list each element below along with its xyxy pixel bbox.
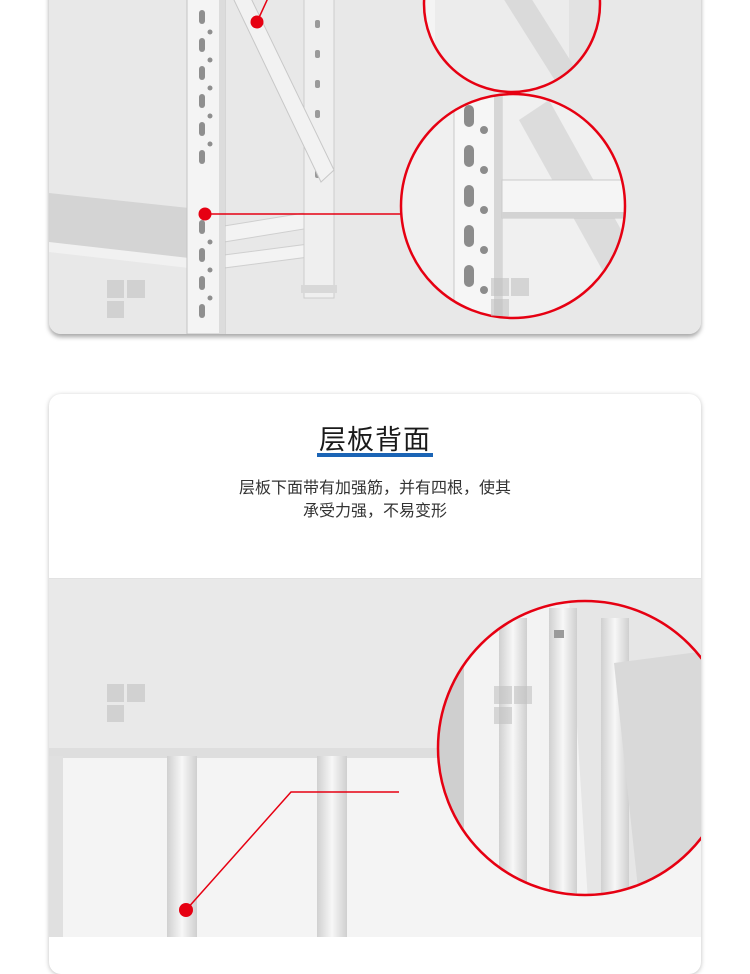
callout-dot-middle <box>198 207 212 221</box>
shelf-deck <box>49 193 189 260</box>
section-title: 层板背面 <box>319 425 431 456</box>
shelf-back-photo <box>49 578 701 937</box>
front-upright <box>186 0 226 334</box>
watermark-logo-top <box>107 278 529 318</box>
diagonal-brace <box>233 0 335 183</box>
callout-dot-bottom <box>179 903 193 917</box>
section-description-line-1: 层板下面带有加强筋，并有四根，使其 <box>238 478 511 497</box>
zoom-circle-bottom <box>438 601 701 895</box>
title-underline <box>317 453 433 457</box>
callout-dot-top <box>250 15 264 29</box>
watermark-logo-bottom <box>107 684 532 724</box>
upright-detail-illustration <box>49 0 701 334</box>
section-description-line-2: 承受力强，不易变形 <box>302 501 447 520</box>
shelf-back-illustration <box>49 578 701 937</box>
upright-detail-photo-card <box>49 0 701 334</box>
